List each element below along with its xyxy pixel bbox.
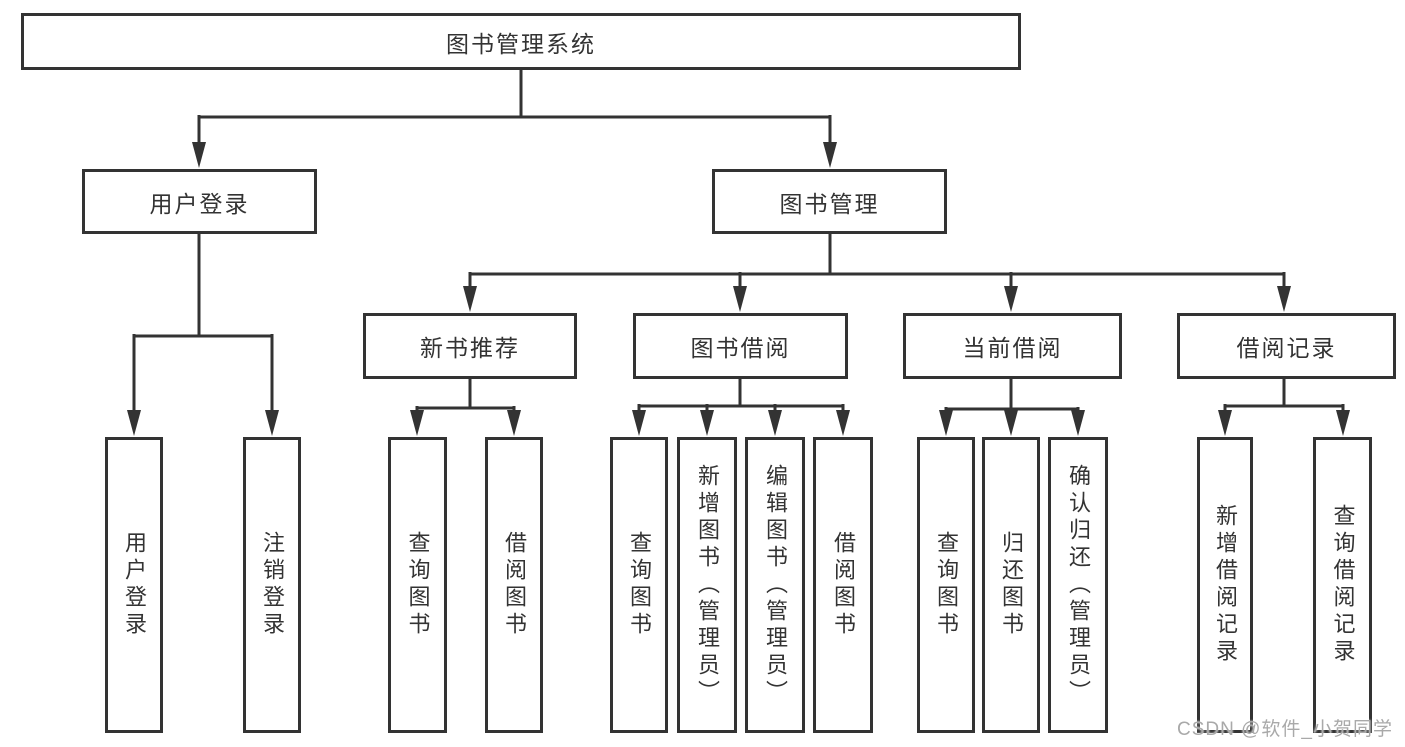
leaf-user-login: 用户登录: [105, 437, 163, 733]
leaf-add-borrow-record: 新增借阅记录: [1197, 437, 1253, 733]
leaf-borrow-books-borrowing: 借阅图书: [813, 437, 873, 733]
node-book-management: 图书管理: [712, 169, 947, 234]
node-current-borrowing: 当前借阅: [903, 313, 1122, 379]
node-borrowing-records: 借阅记录: [1177, 313, 1396, 379]
leaf-return-books: 归还图书: [982, 437, 1040, 733]
leaf-add-books-admin: 新增图书（管理员）: [677, 437, 737, 733]
leaf-confirm-return-admin: 确认归还（管理员）: [1048, 437, 1108, 733]
csdn-watermark: CSDN @软件_小贺同学: [1177, 719, 1393, 740]
node-book-borrowing: 图书借阅: [633, 313, 848, 379]
leaf-query-books-recommend: 查询图书: [388, 437, 447, 733]
leaf-query-books-borrowing: 查询图书: [610, 437, 668, 733]
leaf-query-books-current: 查询图书: [917, 437, 975, 733]
leaf-logout: 注销登录: [243, 437, 301, 733]
leaf-query-borrow-record: 查询借阅记录: [1313, 437, 1372, 733]
node-new-book-recommendation: 新书推荐: [363, 313, 577, 379]
arrowheads: [127, 142, 1350, 436]
leaf-borrow-books-recommend: 借阅图书: [485, 437, 543, 733]
node-library-management-system: 图书管理系统: [21, 13, 1021, 70]
node-user-login: 用户登录: [82, 169, 317, 234]
leaf-edit-books-admin: 编辑图书（管理员）: [745, 437, 805, 733]
